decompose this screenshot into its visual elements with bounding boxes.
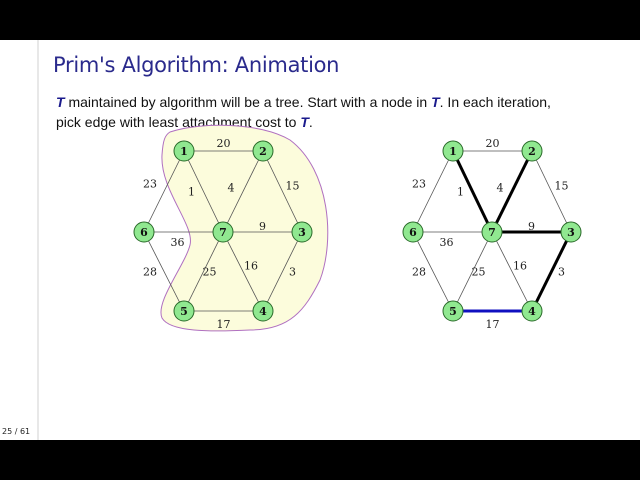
edge-weight-label: 20: [217, 137, 231, 150]
edge-3-4: [530, 231, 573, 312]
text: . In each iteration,: [439, 94, 551, 110]
edge-weight-label: 17: [486, 318, 500, 331]
page-number: 25 / 61: [2, 427, 31, 436]
node-6: [133, 221, 155, 243]
node-4: [252, 300, 274, 322]
node-label: 1: [180, 145, 188, 158]
node-4: [521, 300, 543, 322]
edge-2-3: [531, 150, 572, 233]
text: .: [308, 114, 313, 130]
node-label: 6: [140, 226, 148, 239]
node-label: 7: [219, 226, 227, 239]
edge-weight-label: 25: [472, 266, 486, 279]
node-2: [521, 140, 543, 162]
edge-weight-label: 25: [203, 266, 217, 279]
node-2: [252, 140, 274, 162]
tree-symbol: T: [431, 94, 440, 110]
edge-1-6: [143, 150, 185, 233]
edge-2-7: [222, 150, 264, 233]
edge-weight-label: 20: [486, 137, 500, 150]
edge-weight-label: 16: [513, 260, 527, 273]
edge-weight-label: 23: [412, 178, 426, 191]
edge-weight-label: 23: [143, 178, 157, 191]
edge-weight-label: 3: [289, 266, 296, 279]
node-label: 5: [180, 305, 188, 318]
node-6: [402, 221, 424, 243]
edge-weight-label: 1: [188, 186, 195, 199]
node-1: [173, 140, 195, 162]
node-3: [291, 221, 313, 243]
slide: Prim's Algorithm: Animation T maintained…: [0, 40, 640, 440]
edge-1-6: [412, 150, 454, 233]
node-label: 3: [298, 226, 306, 239]
edge-7-5: [183, 231, 224, 312]
edge-weight-label: 9: [528, 220, 535, 233]
node-label: 7: [488, 226, 496, 239]
node-label: 2: [259, 145, 267, 158]
edge-7-4: [491, 231, 533, 312]
node-7: [212, 221, 234, 243]
edge-weight-label: 1: [457, 186, 464, 199]
body-line-1: T maintained by algorithm will be a tree…: [56, 92, 636, 112]
edge-1-7: [183, 150, 224, 233]
edge-6-5: [143, 231, 185, 312]
edge-3-4: [262, 231, 303, 312]
node-5: [442, 300, 464, 322]
edge-weight-label: 3: [558, 266, 565, 279]
edge-weight-label: 16: [244, 260, 258, 273]
edge-weight-label: 36: [440, 236, 454, 249]
node-1: [442, 140, 464, 162]
edge-7-5: [452, 231, 493, 312]
node-label: 4: [528, 305, 536, 318]
edge-2-7: [490, 150, 534, 233]
text: maintained by algorithm will be a tree. …: [68, 94, 428, 110]
node-5: [173, 300, 195, 322]
slide-title: Prim's Algorithm: Animation: [53, 53, 340, 77]
edge-weight-label: 15: [286, 180, 300, 193]
edge-weight-label: 28: [143, 266, 157, 279]
edge-weight-label: 17: [217, 318, 231, 331]
node-label: 6: [409, 226, 417, 239]
edge-2-3: [262, 150, 303, 233]
tree-region: [160, 124, 329, 332]
edge-weight-label: 4: [497, 182, 504, 195]
node-3: [560, 221, 582, 243]
node-label: 5: [449, 305, 457, 318]
node-label: 1: [449, 145, 457, 158]
edge-weight-label: 36: [171, 236, 185, 249]
edge-weight-label: 9: [259, 220, 266, 233]
sidebar-gutter: [37, 40, 39, 440]
edge-1-7: [451, 150, 494, 233]
node-label: 2: [528, 145, 536, 158]
edge-weight-label: 28: [412, 266, 426, 279]
tree-symbol: T: [300, 114, 309, 130]
node-7: [481, 221, 503, 243]
node-label: 3: [567, 226, 575, 239]
edge-weight-label: 4: [228, 182, 235, 195]
edge-weight-label: 15: [555, 180, 569, 193]
edge-7-4: [222, 231, 264, 312]
tree-symbol: T: [56, 94, 65, 110]
edge-6-5: [412, 231, 454, 312]
node-label: 4: [259, 305, 267, 318]
